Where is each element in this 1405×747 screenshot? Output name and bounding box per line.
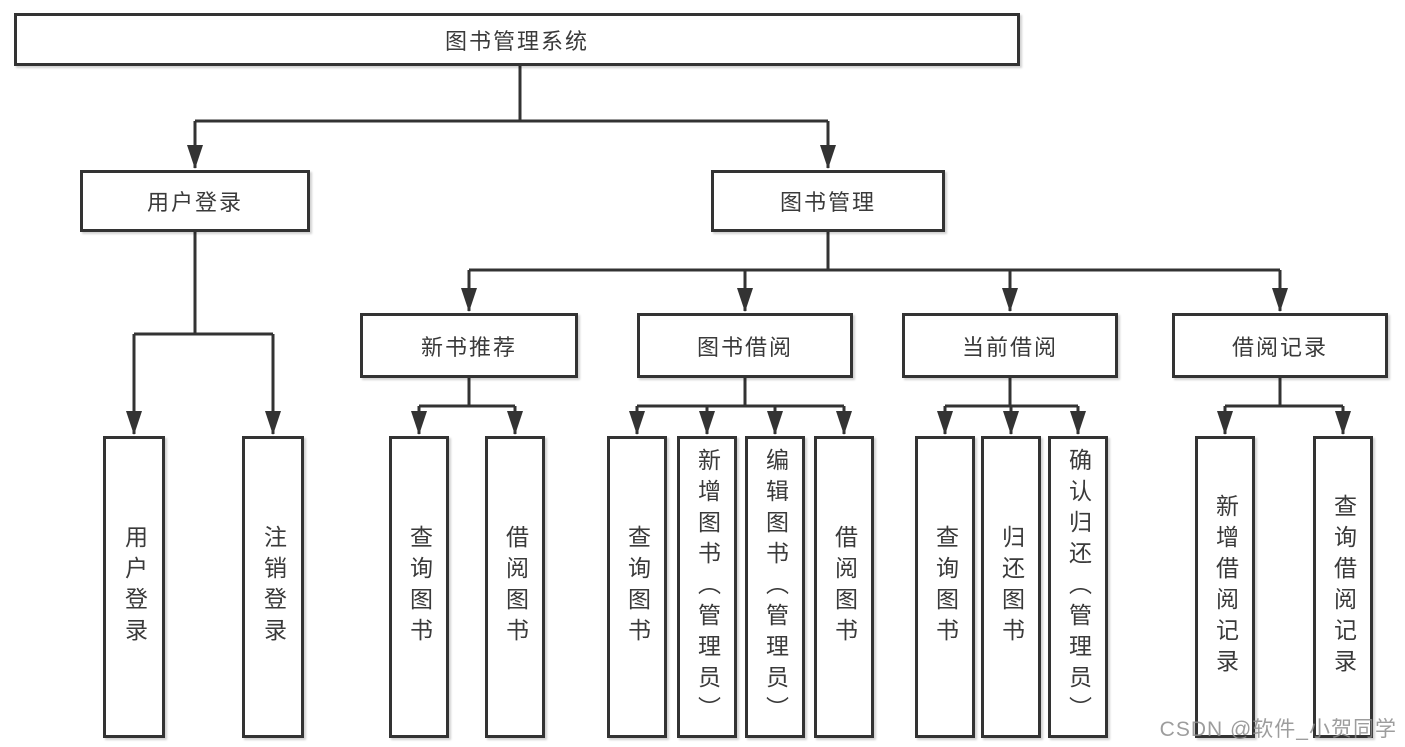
leaf-br-add-record: 新增借阅记录	[1195, 436, 1255, 738]
leaf-user-login: 用户登录	[103, 436, 165, 738]
leaf-label: 归还图书	[998, 525, 1025, 649]
leaf-bb-add-books-admin: 新增图书（管理员）	[677, 436, 737, 738]
leaf-label: 查询借阅记录	[1330, 494, 1357, 680]
node-borrow-records: 借阅记录	[1172, 313, 1388, 378]
node-label: 图书管理	[779, 190, 876, 215]
leaf-bb-query-books: 查询图书	[607, 436, 667, 738]
node-current-borrowing: 当前借阅	[902, 313, 1118, 378]
leaf-label: 注销登录	[260, 525, 287, 649]
leaf-label: 新增图书（管理员）	[694, 447, 721, 727]
leaf-label: 确认归还（管理员）	[1065, 447, 1092, 727]
node-book-borrowing: 图书借阅	[637, 313, 853, 378]
leaf-label: 查询图书	[932, 525, 959, 649]
leaf-label: 查询图书	[406, 525, 433, 649]
node-label: 当前借阅	[961, 334, 1058, 360]
leaf-cb-confirm-return-admin: 确认归还（管理员）	[1048, 436, 1108, 738]
leaf-label: 查询图书	[624, 525, 651, 649]
leaf-label: 借阅图书	[502, 525, 529, 649]
node-label: 用户登录	[146, 190, 243, 215]
leaf-label: 借阅图书	[831, 525, 858, 649]
leaf-nb-query-books: 查询图书	[389, 436, 449, 738]
leaf-logout: 注销登录	[242, 436, 304, 738]
leaf-cb-return-books: 归还图书	[981, 436, 1041, 738]
node-book-management: 图书管理	[711, 170, 945, 232]
leaf-label: 新增借阅记录	[1212, 494, 1239, 680]
leaf-nb-borrow-books: 借阅图书	[485, 436, 545, 738]
leaf-br-query-record: 查询借阅记录	[1313, 436, 1373, 738]
node-label: 图书借阅	[696, 334, 793, 360]
leaf-bb-edit-books-admin: 编辑图书（管理员）	[745, 436, 805, 738]
node-new-book-recommend: 新书推荐	[360, 313, 578, 378]
leaf-label: 编辑图书（管理员）	[762, 447, 789, 727]
leaf-bb-borrow-books: 借阅图书	[814, 436, 874, 738]
leaf-cb-query-books: 查询图书	[915, 436, 975, 738]
node-label: 新书推荐	[420, 334, 517, 360]
node-library-management-system: 图书管理系统	[14, 13, 1020, 66]
node-label: 借阅记录	[1231, 334, 1328, 360]
node-label: 图书管理系统	[444, 28, 589, 54]
leaf-label: 用户登录	[121, 525, 148, 649]
node-user-login: 用户登录	[80, 170, 310, 232]
csdn-watermark: CSDN @软件_小贺同学	[1159, 718, 1397, 741]
